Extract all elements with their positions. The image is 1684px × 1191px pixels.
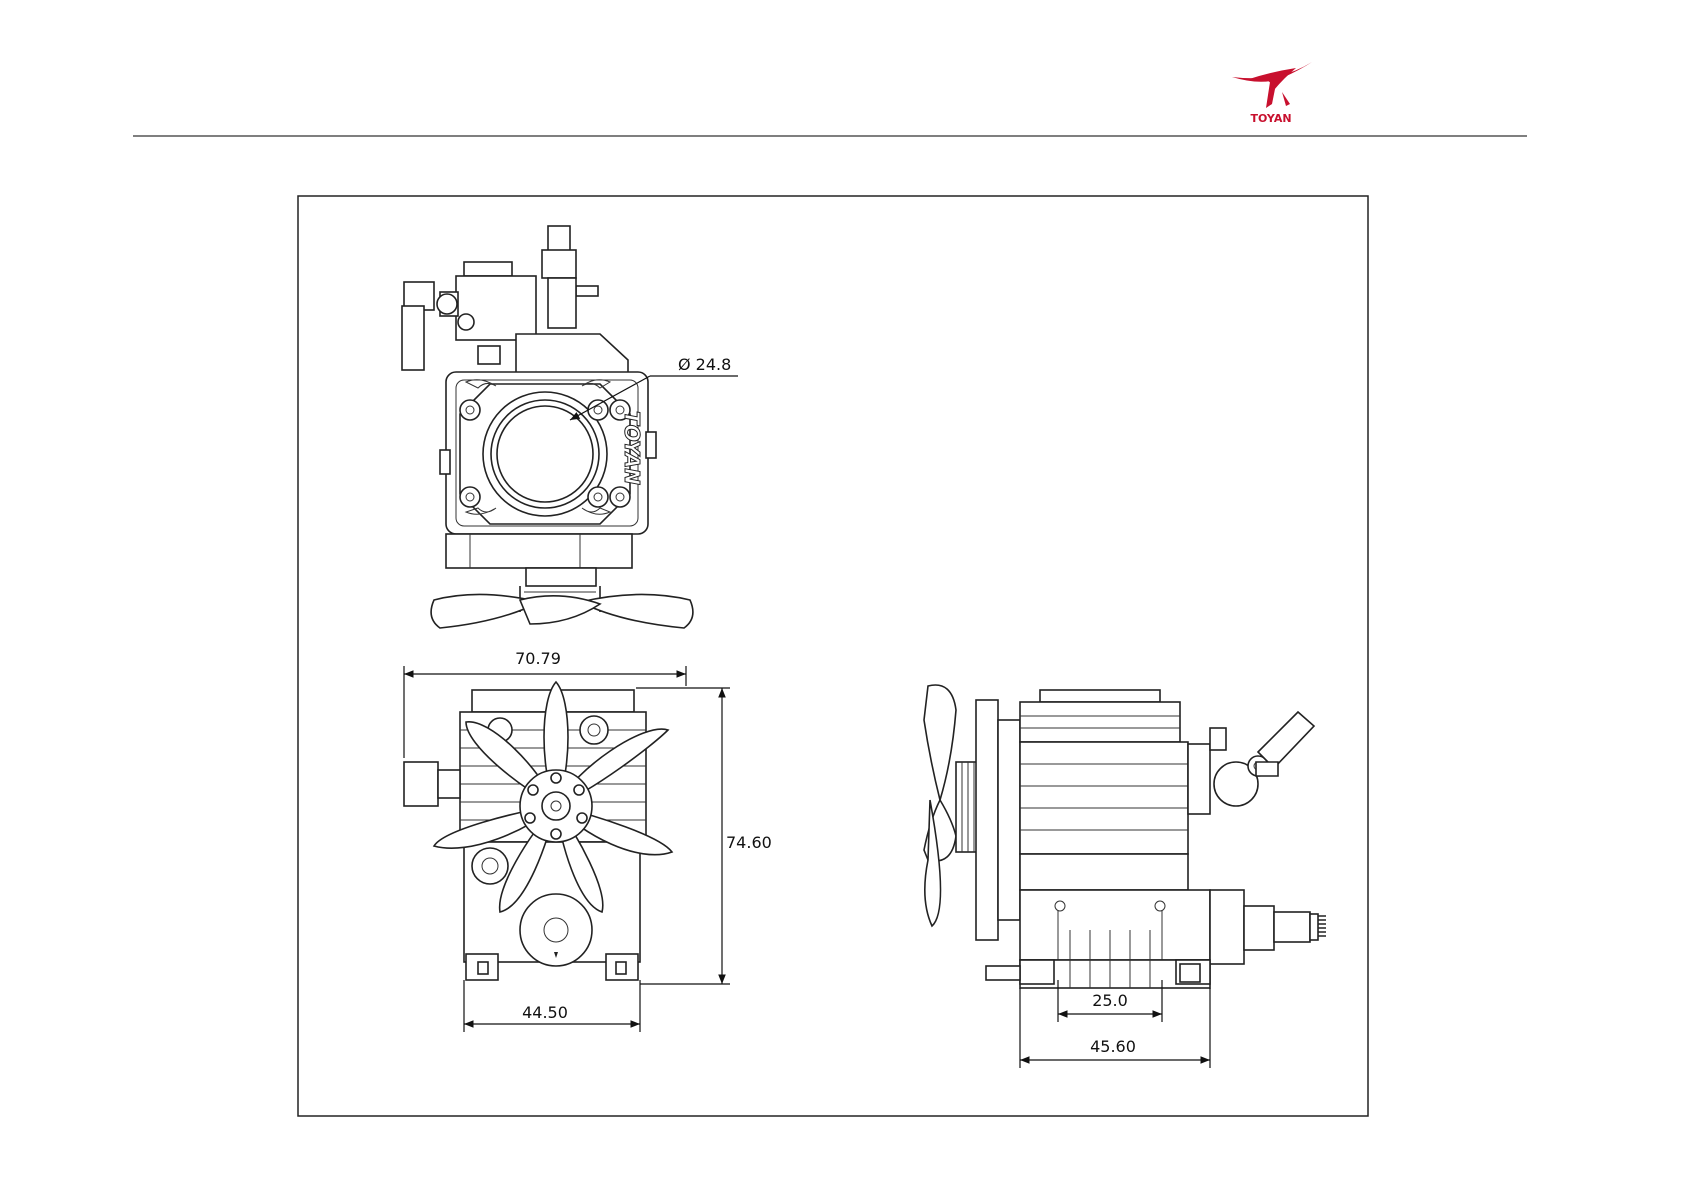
front-width-label: 70.79 [515,649,561,668]
toyan-logo-text: TOYAN [1250,112,1291,125]
toyan-logo: TOYAN [1232,62,1312,125]
front-base-dimension: 44.50 [464,980,640,1032]
top-view: TOYAN [402,226,693,628]
front-height-label: 74.60 [726,833,772,852]
top-view-engraving: TOYAN [620,411,644,485]
diameter-label: Ø 24.8 [678,355,731,374]
side-view [924,685,1326,988]
front-base-label: 44.50 [522,1003,568,1022]
front-view [404,682,672,980]
side-base-label: 45.60 [1090,1037,1136,1056]
side-mount-label: 25.0 [1092,991,1128,1010]
